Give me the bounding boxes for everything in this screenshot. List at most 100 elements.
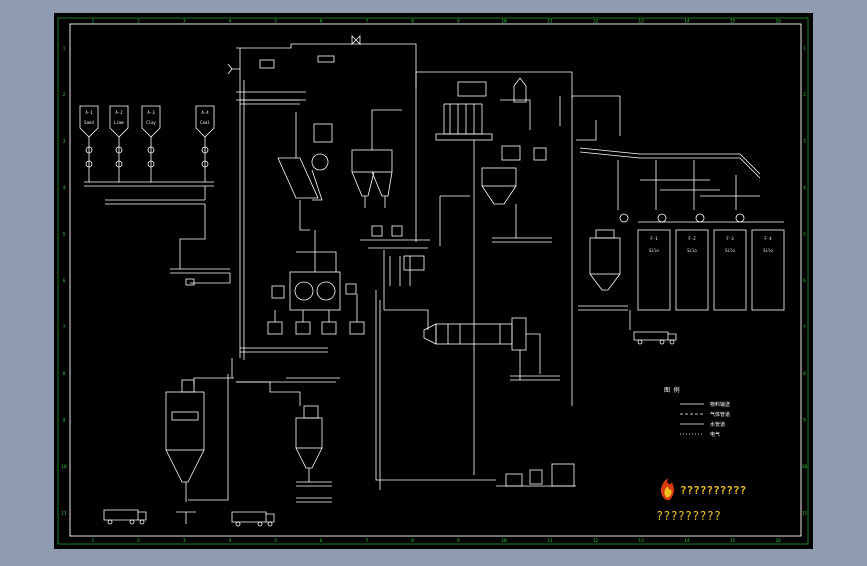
border-row-label: 4 xyxy=(63,185,66,191)
filter-stack xyxy=(513,77,527,103)
legend-item-label: 水管道 xyxy=(710,421,725,428)
bottom-belt-left xyxy=(240,347,328,353)
border-col-label: 9 xyxy=(457,19,460,25)
belt-3 xyxy=(170,268,231,284)
weigh-feeders xyxy=(85,146,209,168)
border-row-label: 11 xyxy=(802,511,808,517)
fly-ash-line xyxy=(236,377,340,383)
border-col-label: 6 xyxy=(320,538,323,544)
logo: ?????????? ????????? xyxy=(656,478,746,523)
dispatch-belt xyxy=(578,305,631,330)
truck-3 xyxy=(633,331,677,345)
bag-filter xyxy=(435,103,493,141)
legend-item-label: 物料输送 xyxy=(710,401,730,408)
collecting-belt-2 xyxy=(105,199,205,205)
silo-pipe-loop xyxy=(188,358,301,501)
packing-station xyxy=(496,463,576,487)
border-row-label: 5 xyxy=(803,231,806,237)
legend-item-label: 气体管道 xyxy=(710,411,730,418)
lower-feeders xyxy=(267,294,365,335)
product-silo-label: Silo xyxy=(687,248,697,253)
truck-1 xyxy=(103,509,147,525)
border-row-label: 11 xyxy=(61,511,67,517)
border-col-label: 16 xyxy=(775,19,781,25)
border-col-label: 10 xyxy=(501,19,507,25)
border-row-label: 6 xyxy=(803,278,806,284)
down-line-to-packing xyxy=(375,290,496,490)
border-row-label: 10 xyxy=(802,464,808,470)
top-fan xyxy=(317,55,335,63)
silo-3 xyxy=(713,229,747,311)
border-col-label: 15 xyxy=(730,538,736,544)
collecting-belt-1 xyxy=(84,181,214,187)
screw-conveyor xyxy=(510,375,560,381)
silo-distribution-belt xyxy=(579,147,761,179)
border-col-label: 5 xyxy=(274,538,277,544)
raw-bin-tag: A-4 xyxy=(201,110,209,115)
dryer-exit xyxy=(519,333,541,380)
belt-transfer xyxy=(179,186,206,269)
logo-main-text: ?????????? xyxy=(680,484,746,497)
raw-bin-label: Clay xyxy=(146,120,156,125)
border-row-label: 3 xyxy=(63,138,66,144)
legend-item-label: 电气 xyxy=(710,431,720,438)
silo-feed-drops xyxy=(617,160,737,210)
product-silo-tag: F-1 xyxy=(650,236,658,241)
border-col-label: 4 xyxy=(229,19,232,25)
border-row-label: 1 xyxy=(803,45,806,51)
central-hoppers xyxy=(371,225,425,271)
border-row-label: 6 xyxy=(63,278,66,284)
border-row-label: 5 xyxy=(63,231,66,237)
raw-material-bins xyxy=(79,105,231,286)
border-col-label: 2 xyxy=(137,538,140,544)
product-silo-label: Silo xyxy=(763,248,773,253)
border-row-label: 7 xyxy=(63,325,66,331)
border-col-label: 13 xyxy=(638,19,644,25)
border-col-label: 8 xyxy=(411,19,414,25)
raw-bin-tag: A-3 xyxy=(147,110,155,115)
separator-assembly xyxy=(277,112,333,231)
conveyor-right xyxy=(492,237,552,243)
silo-1 xyxy=(637,229,671,311)
border-col-label: 4 xyxy=(229,538,232,544)
silo-4 xyxy=(751,229,785,311)
border-col-label: 1 xyxy=(91,538,94,544)
border-row-label: 9 xyxy=(803,418,806,424)
raw-bin-label: Coal xyxy=(200,120,210,125)
dispatch-silo xyxy=(589,229,621,291)
border-row-label: 10 xyxy=(61,464,67,470)
raw-bin-1 xyxy=(79,105,99,138)
bin-drop-lines xyxy=(88,137,206,182)
logo-flame-inner-icon xyxy=(664,486,672,498)
border-col-label: 13 xyxy=(638,538,644,544)
rotary-dryer xyxy=(423,317,527,351)
metal-detector xyxy=(185,278,195,286)
roller-feed xyxy=(296,230,337,272)
border-col-label: 11 xyxy=(547,19,553,25)
product-silo-label: Silo xyxy=(725,248,735,253)
silo-2 xyxy=(675,229,709,311)
right-vertical-main xyxy=(473,140,517,475)
border-row-label: 8 xyxy=(803,371,806,377)
raw-bin-2 xyxy=(109,105,129,138)
truck-2 xyxy=(231,511,275,527)
raw-bin-tag: A-2 xyxy=(115,110,123,115)
legend-title: 图 例 xyxy=(664,386,680,394)
border-row-label: 1 xyxy=(63,45,66,51)
top-valve xyxy=(351,35,361,45)
border-col-label: 11 xyxy=(547,538,553,544)
product-silo-label: Silo xyxy=(649,248,659,253)
border-row-label: 9 xyxy=(63,418,66,424)
border-col-label: 3 xyxy=(183,538,186,544)
border-row-label: 8 xyxy=(63,371,66,377)
border-col-label: 2 xyxy=(137,19,140,25)
border-col-label: 10 xyxy=(501,538,507,544)
drawing-sheet xyxy=(54,13,813,549)
silo-top-fans xyxy=(619,213,745,223)
